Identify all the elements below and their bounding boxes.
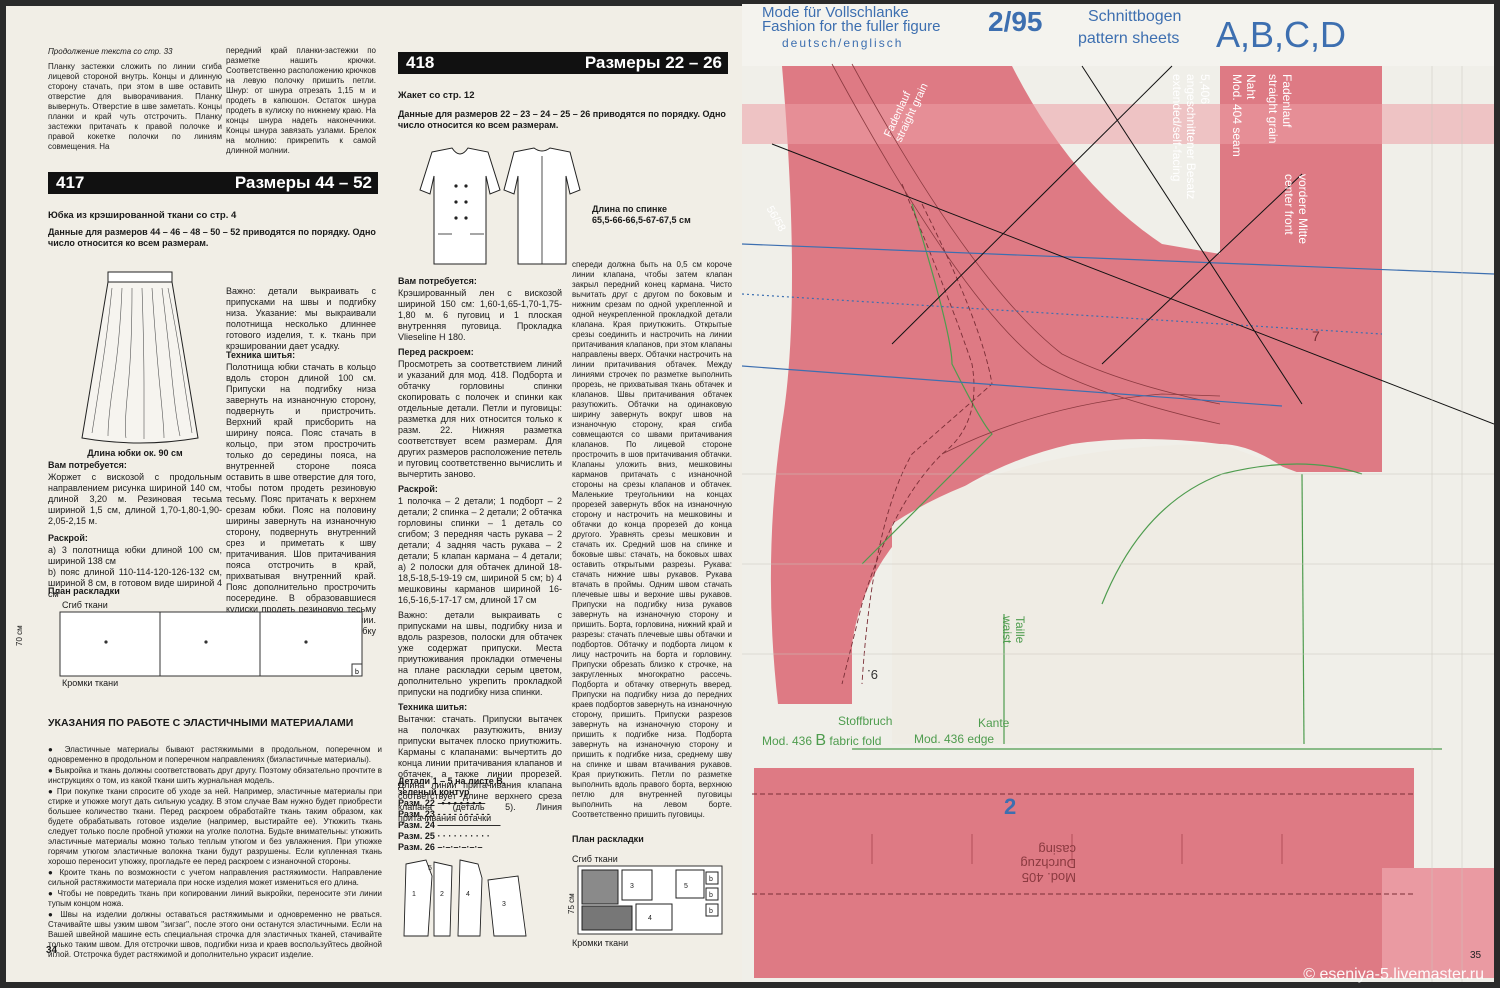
sheets-en: pattern sheets bbox=[1078, 30, 1180, 47]
skirt-illustration bbox=[81, 271, 199, 444]
svg-text:3: 3 bbox=[502, 901, 506, 908]
watermark: © eseniya-5.livemaster.ru bbox=[1303, 966, 1484, 983]
plan-418-selvage: Кромки ткани bbox=[572, 938, 629, 948]
model-417-tech: Техника шитья: Полотнища юбки стачать в … bbox=[226, 350, 376, 647]
model-418-title-block: Жакет со стр. 12 Данные для размеров 22 … bbox=[398, 90, 728, 131]
col1-top-text: Планку застежки сложить по линии сгиба л… bbox=[48, 62, 222, 151]
model-sizes: Размеры 22 – 26 bbox=[584, 53, 722, 72]
model-418-sizes-note: Данные для размеров 22 – 23 – 24 – 25 – … bbox=[398, 109, 726, 130]
piece-number-7: 7 bbox=[1312, 328, 1320, 344]
plan-417-diagram: b bbox=[59, 611, 363, 677]
grain-label-right: Fadenlauf straight grain bbox=[1266, 74, 1294, 144]
jacket-illustration bbox=[419, 147, 581, 265]
issue-number: 2/95 bbox=[988, 6, 1043, 37]
size-row: Разм. 25 · · · · · · · · · · bbox=[398, 831, 490, 841]
model-number: 418 bbox=[406, 53, 435, 72]
model-418-title: Жакет со стр. 12 bbox=[398, 90, 475, 101]
svg-text:b: b bbox=[355, 669, 359, 676]
model-417-header: 417 Размеры 44 – 52 bbox=[48, 172, 378, 194]
plan-418-title: План раскладки bbox=[572, 834, 644, 844]
svg-text:2: 2 bbox=[440, 891, 444, 898]
piece-number-9: 9. bbox=[867, 667, 878, 682]
skirt-length: Длина юбки ок. 90 см bbox=[87, 448, 183, 458]
page-number-right: 35 bbox=[1470, 950, 1482, 961]
page-number-left: 34 bbox=[46, 945, 58, 956]
size-legend: Детали 1 – 5 на листе В, зеленый контур … bbox=[398, 776, 548, 853]
model-417-title-block: Юбка из крэшированной ткани со стр. 4 Да… bbox=[48, 210, 378, 249]
svg-text:5: 5 bbox=[684, 883, 688, 890]
model-417-important: Важно: детали выкраивать с припусками на… bbox=[226, 286, 376, 351]
plan-417-dim: 70 см bbox=[15, 625, 24, 646]
left-page: Продолжение текста со стр. 33 Планку зас… bbox=[6, 6, 742, 982]
svg-text:3: 3 bbox=[630, 883, 634, 890]
mod-436-left: Mod. 436 B fabric fold bbox=[762, 732, 882, 749]
model-418-col3: Вам потребуется: Крэшированный лен с вис… bbox=[398, 276, 562, 823]
plan-417-selvage: Кромки ткани bbox=[62, 678, 119, 688]
piece-2-labels: Mod. 405 Durchzug casing bbox=[1020, 842, 1076, 885]
waist-labels: Taille waist bbox=[1000, 616, 1027, 644]
col2-top-text: передний край планки-застежки по разметк… bbox=[226, 46, 376, 155]
plan-418-fold: Сгиб ткани bbox=[572, 854, 618, 864]
edge-label-de: Kante bbox=[978, 716, 1010, 730]
sheet-letters: A,B,C,D bbox=[1216, 14, 1347, 55]
plan-418-diagram: b b b 5 3 4 bbox=[577, 865, 723, 935]
model-417-need: Вам потребуется: Жоржет с вискозой с про… bbox=[48, 460, 222, 599]
size-row: Разм. 26 –·–·–·–·–·– bbox=[398, 842, 483, 852]
plan-417-title: План раскладки bbox=[48, 586, 120, 596]
elastic-section: УКАЗАНИЯ ПО РАБОТЕ С ЭЛАСТИЧНЫМИ МАТЕРИА… bbox=[48, 717, 383, 960]
elastic-title: УКАЗАНИЯ ПО РАБОТЕ С ЭЛАСТИЧНЫМИ МАТЕРИА… bbox=[48, 717, 354, 729]
pattern-pieces-illustration: 1 2 4 3 5 bbox=[403, 859, 527, 937]
svg-text:4: 4 bbox=[648, 915, 652, 922]
svg-text:b: b bbox=[709, 876, 713, 883]
model-sizes: Размеры 44 – 52 bbox=[234, 173, 372, 192]
right-page-pattern-sheet: Mode für Vollschlanke Fashion for the fu… bbox=[742, 4, 1494, 982]
continuation-note: Продолжение текста со стр. 33 bbox=[48, 47, 173, 56]
model-417-sizes-note: Данные для размеров 44 – 46 – 48 – 50 – … bbox=[48, 227, 376, 248]
center-front-labels: vordere Mitte center front bbox=[1282, 174, 1310, 245]
model-417-title: Юбка из крэшированной ткани со стр. 4 bbox=[48, 210, 237, 221]
size-row: Разм. 24 ——————— bbox=[398, 820, 501, 830]
size-row: Разм. 23 - - - - - - - - - - bbox=[398, 809, 490, 819]
magazine-title-en: Fashion for the fuller figure bbox=[762, 18, 941, 35]
svg-text:4: 4 bbox=[466, 891, 470, 898]
model-418-col4: спереди должна быть на 0,5 см короче лин… bbox=[572, 260, 732, 819]
svg-text:5: 5 bbox=[428, 865, 432, 872]
back-length: Длина по спинке 65,5-66-66,5-67-67,5 см bbox=[592, 204, 691, 225]
plan-417-fold: Сгиб ткани bbox=[62, 600, 108, 610]
svg-text:b: b bbox=[709, 892, 713, 899]
svg-text:1: 1 bbox=[412, 891, 416, 898]
pattern-sheet-drawing bbox=[742, 4, 1494, 982]
model-418-header: 418 Размеры 22 – 26 bbox=[398, 52, 728, 74]
plan-418-dim: 75 см bbox=[567, 893, 576, 914]
size-row: Разм. 22 –•–•–•–•–•–•–•– bbox=[398, 798, 486, 808]
magazine-title-de: Mode für Vollschlanke bbox=[762, 4, 909, 21]
facing-labels: 5,406 angeschnittener Besatz extended/se… bbox=[1170, 74, 1212, 200]
seam-labels: Naht Mod. 404 seam bbox=[1230, 74, 1258, 157]
svg-text:b: b bbox=[709, 908, 713, 915]
model-number: 417 bbox=[56, 173, 85, 192]
piece-2-number: 2 bbox=[1004, 794, 1017, 819]
language-note: deutsch/englisch bbox=[782, 36, 904, 50]
mod-436-right: Mod. 436 edge bbox=[914, 732, 995, 746]
sheets-de: Schnittbogen bbox=[1088, 8, 1182, 25]
fold-label-de: Stoffbruch bbox=[838, 714, 893, 728]
